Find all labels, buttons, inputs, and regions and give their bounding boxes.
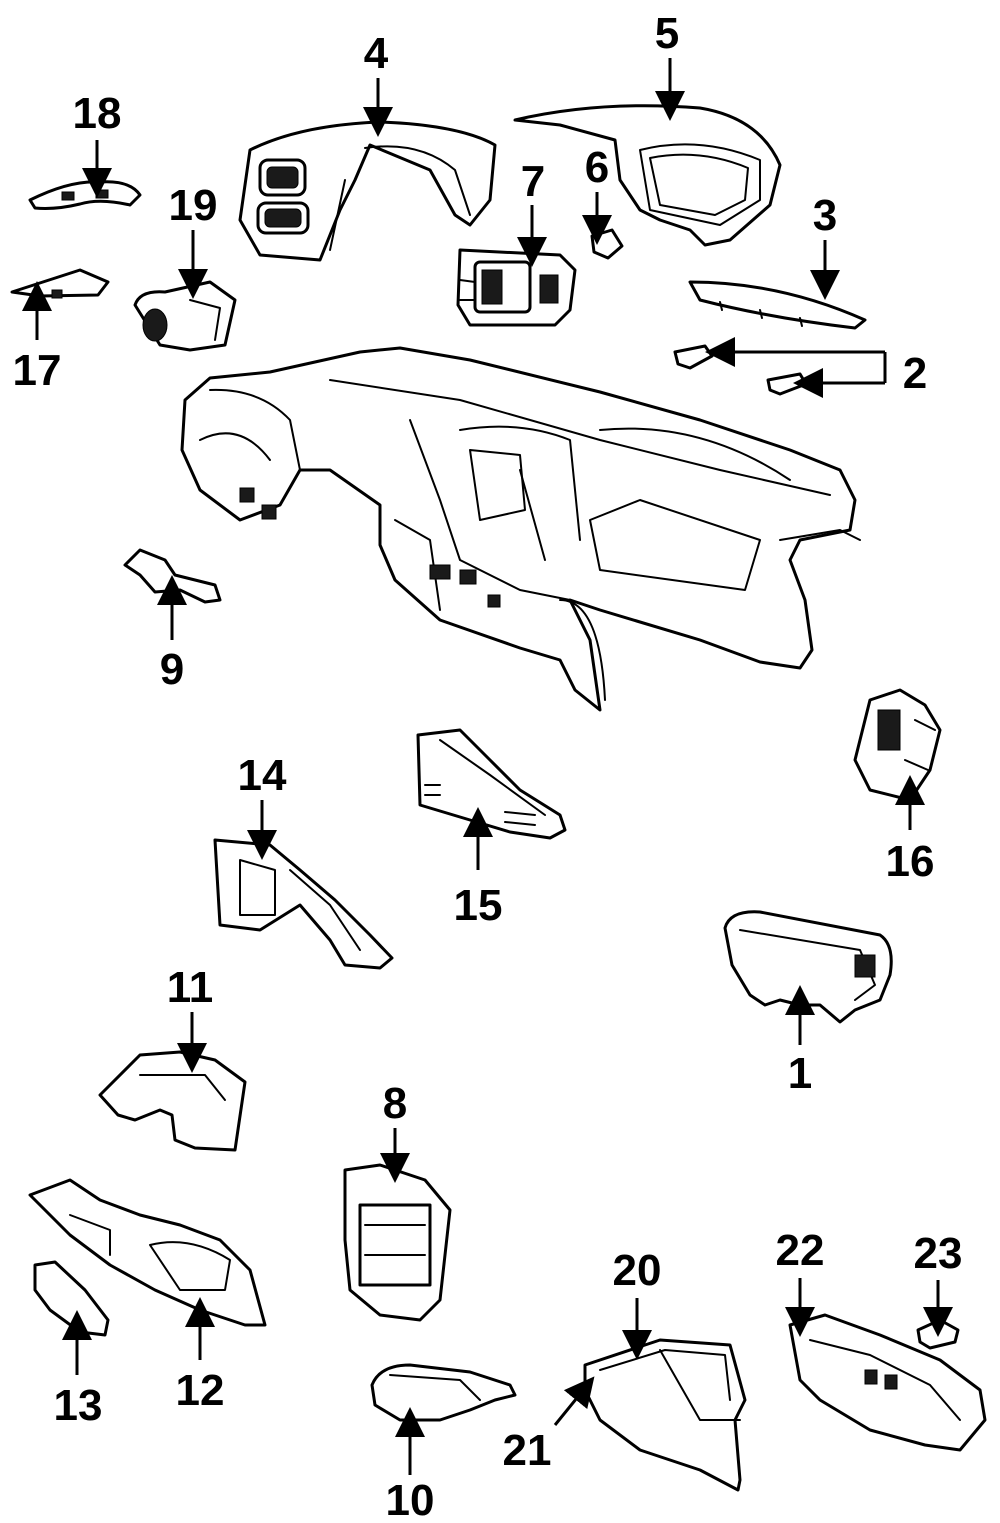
part-20-glove-box xyxy=(583,1338,747,1492)
callout-19: 19 xyxy=(169,181,218,230)
part-8-bracket xyxy=(343,1163,452,1322)
callout-4: 4 xyxy=(364,29,389,78)
callout-labels: 1 2 3 4 5 6 7 8 9 10 11 12 13 14 15 16 1… xyxy=(13,9,963,1523)
part-22-bin xyxy=(788,1313,987,1452)
callout-10: 10 xyxy=(386,1476,435,1523)
callout-16: 16 xyxy=(886,837,935,886)
callout-11: 11 xyxy=(167,963,214,1012)
part-18-bracket xyxy=(28,180,142,210)
instrument-panel xyxy=(180,346,861,712)
part-14-trim-panel xyxy=(213,838,394,970)
part-16-switch xyxy=(853,688,942,802)
callout-5: 5 xyxy=(655,9,679,58)
part-10-tray xyxy=(370,1363,517,1422)
callout-15: 15 xyxy=(454,881,503,930)
part-11-cover xyxy=(98,1050,247,1152)
part-6-switch xyxy=(590,228,624,260)
callout-21: 21 xyxy=(503,1426,552,1475)
callout-7: 7 xyxy=(521,157,545,206)
callout-2: 2 xyxy=(903,349,927,398)
callout-14: 14 xyxy=(238,751,287,800)
part-17-cover xyxy=(10,268,110,299)
callout-23: 23 xyxy=(914,1229,963,1278)
callout-1: 1 xyxy=(788,1049,812,1098)
callout-6: 6 xyxy=(585,143,609,192)
part-1-airbag-module xyxy=(723,910,893,1024)
callout-8: 8 xyxy=(383,1079,407,1128)
callout-17: 17 xyxy=(13,346,62,395)
leader-lines xyxy=(22,58,953,1475)
part-15-trim-panel xyxy=(416,728,567,840)
callout-22: 22 xyxy=(776,1226,825,1275)
callout-12: 12 xyxy=(176,1366,225,1415)
part-5-upper-trim xyxy=(513,104,782,247)
part-7-center-bezel xyxy=(456,248,577,327)
callout-20: 20 xyxy=(613,1246,662,1295)
callout-3: 3 xyxy=(813,191,837,240)
part-12-lower-panel xyxy=(28,1178,267,1327)
part-4-cluster-bezel xyxy=(238,120,497,262)
callout-18: 18 xyxy=(73,89,122,138)
part-13-cover xyxy=(33,1260,110,1337)
part-3-trim-strip xyxy=(688,280,867,330)
part-23-clip xyxy=(916,1318,960,1350)
callout-9: 9 xyxy=(160,645,184,694)
callout-13: 13 xyxy=(54,1381,103,1430)
part-19-switch-housing xyxy=(133,280,237,352)
